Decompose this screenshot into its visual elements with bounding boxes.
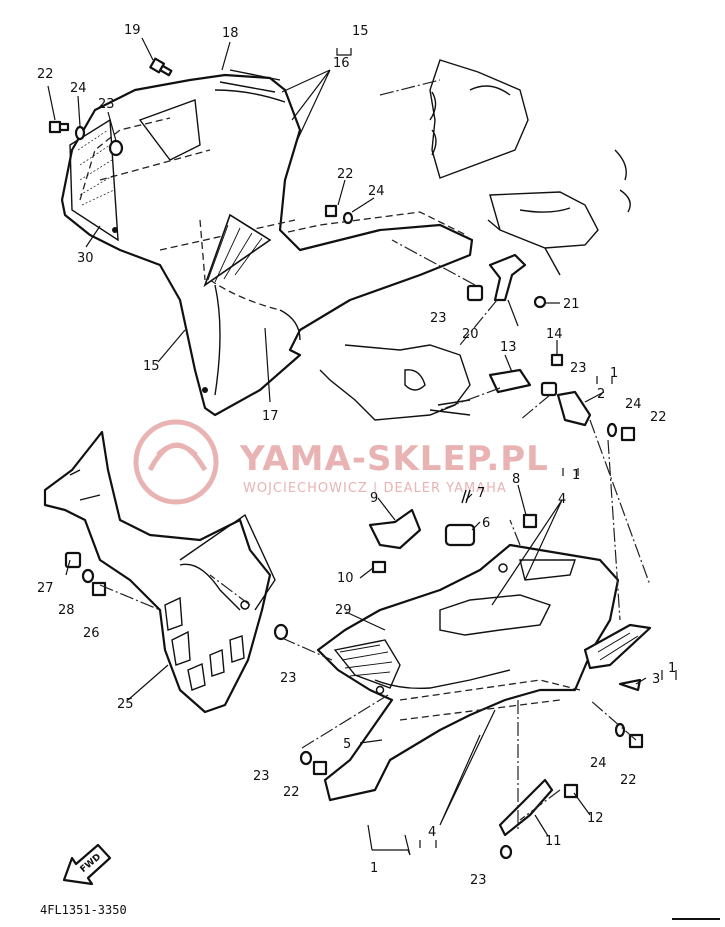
callout-23: 23	[430, 311, 447, 326]
callout-9: 9	[370, 491, 378, 506]
callout-23: 23	[98, 97, 115, 112]
callout-22: 22	[283, 785, 300, 800]
fwd-arrow-icon: FWD	[62, 843, 112, 886]
callout-23: 23	[470, 873, 487, 888]
callout-labels: 19 18 15 16 22 24 23 30 22 24 15 23 20 2…	[37, 23, 676, 888]
callout-24: 24	[368, 184, 385, 199]
washer-23-icon	[299, 750, 313, 766]
callout-23: 23	[280, 671, 297, 686]
watermark-subtitle: WOJCIECHOWICZ | DEALER YAMAHA	[243, 481, 507, 496]
callout-1: 1	[370, 861, 378, 876]
washer-24-icon	[614, 722, 626, 738]
callout-14: 14	[546, 327, 563, 342]
callout-22: 22	[337, 167, 354, 182]
bracket-13-icon	[488, 368, 532, 394]
washer-24-icon	[74, 125, 86, 141]
washer-24-icon	[342, 211, 354, 225]
callout-24: 24	[70, 81, 87, 96]
upper-fairing-15	[60, 69, 474, 417]
callout-3: 3	[652, 672, 660, 687]
callout-15: 15	[352, 24, 369, 39]
bolt-8-icon	[522, 513, 538, 529]
watermark-logo-swirl	[147, 442, 208, 472]
callout-23: 23	[570, 361, 587, 376]
callout-17: 17	[262, 409, 279, 424]
callout-15: 15	[143, 359, 160, 374]
callout-16: 16	[333, 56, 350, 71]
callout-25: 25	[117, 697, 134, 712]
washer-28-icon	[81, 568, 95, 584]
grommet-23-icon	[273, 623, 289, 641]
watermark-brand: YAMA-SKLEP.PL	[239, 439, 549, 479]
bolt-22-icon	[620, 426, 636, 442]
diagram-code: 4FL1351-3350	[40, 903, 127, 917]
callout-21: 21	[563, 297, 580, 312]
reference-brackets	[336, 48, 677, 856]
washer-24-icon	[606, 422, 618, 438]
callout-1: 1	[668, 661, 676, 676]
callout-1: 1	[572, 468, 580, 483]
callout-30: 30	[77, 251, 94, 266]
callout-5: 5	[343, 737, 351, 752]
callout-22: 22	[37, 67, 54, 82]
callout-28: 28	[58, 603, 75, 618]
leader-lines	[47, 37, 651, 837]
callout-8: 8	[512, 472, 520, 487]
collar-23-icon	[466, 284, 484, 302]
bracket-11-icon	[498, 778, 554, 837]
callout-23: 23	[253, 769, 270, 784]
grommet-23-icon	[499, 844, 513, 860]
bolt-22-icon	[312, 760, 328, 776]
bolt-10-icon	[371, 560, 387, 574]
watermark: YAMA-SKLEP.PL WOJCIECHOWICZ | DEALER YAM…	[133, 419, 549, 505]
callout-26: 26	[83, 626, 100, 641]
grommet-23-icon	[108, 139, 124, 157]
callout-22: 22	[650, 410, 667, 425]
callout-18: 18	[222, 26, 239, 41]
bracket-2-icon	[556, 390, 592, 427]
callout-29: 29	[335, 603, 352, 618]
watermark-logo-icon	[133, 419, 219, 505]
callout-7: 7	[477, 486, 485, 501]
callout-6: 6	[482, 516, 490, 531]
callout-2: 2	[597, 387, 605, 402]
screw-21-icon	[533, 295, 547, 309]
callout-24: 24	[590, 756, 607, 771]
clip-7-icon	[461, 489, 471, 504]
callout-22: 22	[620, 773, 637, 788]
headlight-assembly-sketch	[429, 59, 631, 276]
side-fairing-25	[43, 430, 276, 714]
screw-14-icon	[550, 353, 564, 367]
bolt-19-icon	[149, 57, 173, 77]
collar-23-icon	[540, 381, 558, 397]
bracket-9-icon	[368, 508, 422, 550]
callout-4: 4	[428, 825, 436, 840]
callout-13: 13	[500, 340, 517, 355]
bolt-22-icon	[324, 204, 338, 218]
callout-4: 4	[558, 492, 566, 507]
callout-11: 11	[545, 834, 562, 849]
callout-19: 19	[124, 23, 141, 38]
bolt-22-icon	[48, 120, 70, 134]
callout-24: 24	[625, 397, 642, 412]
callout-1: 1	[610, 366, 618, 381]
callout-27: 27	[37, 581, 54, 596]
bolt-26-icon	[91, 581, 107, 597]
lower-cowling-1	[316, 543, 652, 802]
frame-sketch	[319, 344, 471, 421]
relay-6-icon	[444, 523, 476, 547]
bracket-20-icon	[488, 253, 527, 302]
clip-3-icon	[618, 678, 642, 692]
callout-10: 10	[337, 571, 354, 586]
callout-12: 12	[587, 811, 604, 826]
callout-20: 20	[462, 327, 479, 342]
